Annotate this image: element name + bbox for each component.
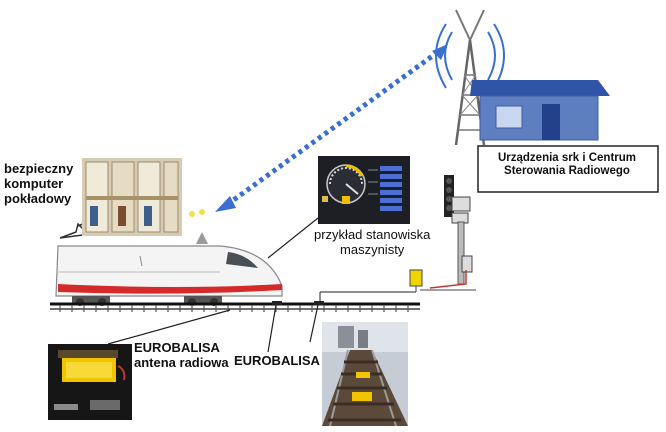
- rail-track: [50, 302, 420, 312]
- control-center-building-icon: [470, 80, 610, 141]
- control-center-label: Urządzenia srk i Centrum Sterowania Radi…: [478, 152, 656, 178]
- high-speed-train-icon: [55, 219, 283, 306]
- driver-station-module-icon: [409, 269, 423, 292]
- onboard-computer-label-line-2: komputer: [4, 175, 64, 191]
- eurobalise-antenna-label-line-1: EUROBALISA: [134, 340, 220, 355]
- driver-station-label-line-2: maszynisty: [340, 241, 405, 257]
- radio-link-arrow: [215, 44, 448, 212]
- track-balise-photo: [322, 322, 408, 427]
- eurobalise-antenna-label: EUROBALISA antena radiowa: [134, 340, 229, 371]
- cab-panel-photo: [318, 156, 410, 224]
- control-center-label-line-2: Sterowania Radiowego: [504, 165, 630, 178]
- balise-antenna-photo: [48, 344, 132, 420]
- eurobalise-label: EUROBALISA: [234, 353, 320, 368]
- onboard-computer-label: bezpieczny komputer pokładowy: [4, 161, 74, 207]
- onboard-computer-label-line-3: pokładowy: [4, 190, 72, 206]
- railway-signal-icon: [420, 175, 476, 291]
- control-center-label-box: [477, 145, 659, 193]
- eurobalise-antenna-label-line-2: antena radiowa: [134, 354, 229, 370]
- eurobalise-marker: [267, 291, 416, 353]
- onboard-computer-photo: [82, 158, 205, 236]
- driver-station-label: przykład stanowiska maszynisty: [314, 227, 431, 258]
- driver-station-label-line-1: przykład stanowiska: [314, 227, 431, 242]
- antenna-connector-line: [107, 309, 231, 345]
- control-center-label-line-1: Urządzenia srk i Centrum: [497, 152, 637, 164]
- onboard-computer-label-line-1: bezpieczny: [4, 161, 74, 176]
